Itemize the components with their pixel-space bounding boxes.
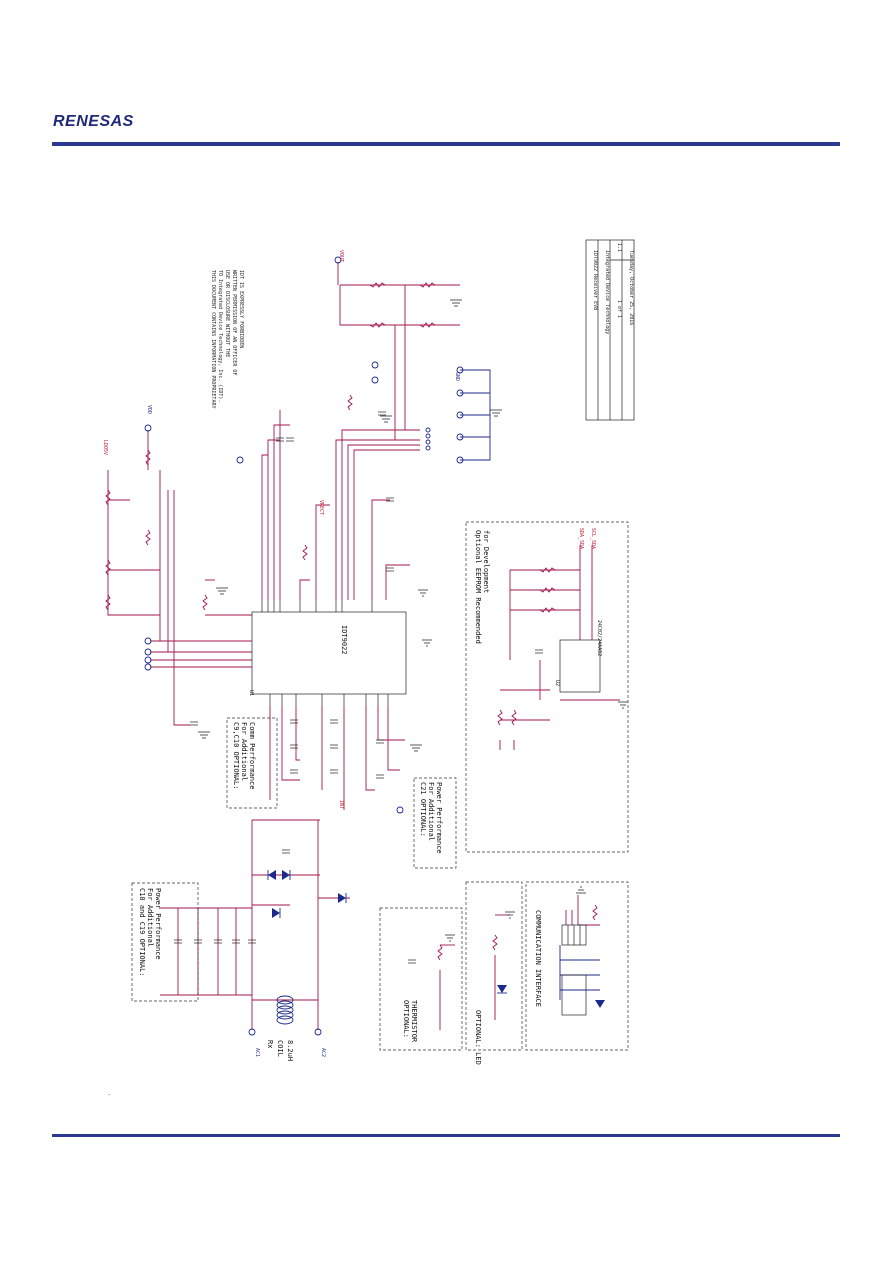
note-comm: COMMUNICATION INTERFACE (534, 910, 542, 1007)
svg-text:VDD: VDD (146, 405, 152, 414)
footer-rule (52, 1134, 840, 1137)
note-thermistor: OPTIONAL: THERMISTOR (402, 1000, 418, 1043)
page-marker: . (108, 1088, 111, 1097)
svg-text:for Development: for Development (482, 530, 490, 593)
svg-text:INT: INT (338, 800, 344, 809)
resistors (105, 282, 598, 961)
eeprom-part: 24C02/24AA02 (596, 620, 602, 656)
svg-text:OPTIONAL: LED: OPTIONAL: LED (474, 1010, 482, 1065)
net-vout: VOUT (338, 250, 344, 262)
ground-symbols (198, 299, 628, 942)
svg-text:C9,C10 OPTIONAL:: C9,C10 OPTIONAL: (232, 722, 240, 789)
svg-text:LDO5V: LDO5V (102, 440, 108, 455)
title-block-date: Tuesday, October 25, 2016 (628, 250, 634, 325)
test-points (144, 256, 464, 1036)
notice-line: USE OR DISCLOSURE WITHOUT THE (224, 270, 230, 357)
ic-u1: IDT9022 U1 (248, 600, 407, 706)
notice-line: WRITTEN PERMISSION OF AN OFFICER OF (231, 270, 237, 375)
svg-text:SDA_SDA: SDA_SDA (578, 528, 584, 549)
note-c21: C21 OPTIONAL: For Additional Power Perfo… (419, 782, 443, 854)
rx-coil: Rx COIL 8.2uH (266, 995, 294, 1061)
comm-connectors (561, 924, 587, 1016)
svg-text:GND: GND (454, 372, 460, 381)
svg-text:AC1: AC1 (254, 1048, 260, 1057)
title-block: IDT9022 Receiver EVB Integrated Device T… (585, 239, 635, 421)
svg-text:SCL_SDA: SCL_SDA (590, 528, 596, 549)
net-vdd: VDD (146, 405, 152, 414)
port-ac1: AC1 (254, 1048, 260, 1057)
note-c18-c19: C18 and C19 OPTIONAL: For Additional Pow… (138, 888, 162, 977)
svg-text:OPTIONAL:: OPTIONAL: (402, 1000, 410, 1038)
coil-value: 8.2uH (286, 1040, 294, 1061)
notice-line: IDT IS EXPRESSLY FORBIDDEN (238, 270, 244, 348)
net-int: INT (338, 800, 344, 809)
net-ldo5v: LDO5V (102, 440, 108, 455)
svg-text:VOUT: VOUT (338, 250, 344, 262)
svg-text:C18 and C19 OPTIONAL:: C18 and C19 OPTIONAL: (138, 888, 146, 977)
wires-blue (460, 369, 600, 1000)
notice-line: THIS DOCUMENT CONTAINS INFORMATION PROPR… (210, 270, 216, 408)
svg-text:THERMISTOR: THERMISTOR (410, 1000, 418, 1043)
title-block-title: IDT9022 Receiver EVB (592, 250, 598, 310)
svg-text:For Additional: For Additional (427, 782, 435, 841)
title-block-sheet: 1 of 1 (616, 300, 622, 318)
eeprom-u2: U2 24C02/24AA02 (554, 620, 602, 693)
svg-text:Optional EEPROM Recommended: Optional EEPROM Recommended (474, 530, 482, 644)
coil-label: Rx (266, 1040, 274, 1048)
net-sda: SDA_SDA (578, 528, 584, 549)
coil-label: COIL (276, 1040, 284, 1057)
ic-u1-ref: U1 (248, 690, 254, 696)
renesas-logo: RENESAS (53, 113, 134, 130)
svg-text:VRECT: VRECT (318, 500, 324, 515)
svg-text:C21 OPTIONAL:: C21 OPTIONAL: (419, 782, 427, 837)
svg-text:Power Performance: Power Performance (154, 888, 162, 960)
note-led: OPTIONAL: LED (474, 1010, 482, 1065)
svg-text:For Additional: For Additional (146, 888, 154, 947)
header-rule (52, 142, 840, 146)
notice-line: TO Integrated Device Technology, Inc. (I… (217, 270, 223, 402)
proprietary-notice: THIS DOCUMENT CONTAINS INFORMATION PROPR… (210, 270, 244, 408)
svg-text:COMMUNICATION INTERFACE: COMMUNICATION INTERFACE (534, 910, 542, 1007)
net-scl: SCL_SDA (590, 528, 596, 549)
svg-text:AC2: AC2 (320, 1048, 326, 1057)
port-ac2: AC2 (320, 1048, 326, 1057)
ic-u1-part: IDT9022 (340, 625, 348, 655)
note-boxes (131, 521, 629, 1051)
svg-text:For Additional: For Additional (240, 722, 248, 781)
title-block-rev: 1.1 (616, 243, 622, 252)
net-gnd: GND (454, 372, 460, 381)
note-eeprom: Optional EEPROM Recommended for Developm… (474, 530, 490, 644)
wires (107, 262, 620, 1030)
diodes (267, 870, 605, 1008)
svg-text:Comm Performance: Comm Performance (248, 722, 256, 789)
capacitors (174, 411, 543, 964)
svg-text:Power Performance: Power Performance (435, 782, 443, 854)
title-block-company: Integrated Device Technology (604, 250, 610, 334)
eeprom-ref: U2 (554, 680, 560, 686)
net-vrect: VRECT (318, 500, 324, 515)
note-c9-c10: C9,C10 OPTIONAL: For Additional Comm Per… (232, 722, 256, 789)
